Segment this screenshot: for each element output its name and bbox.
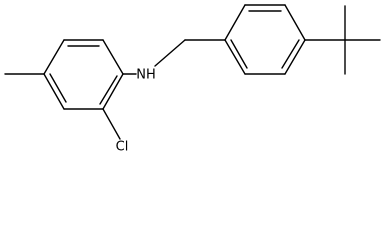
bond [102,39,124,75]
nh-label: NH [136,68,156,83]
double-bond-inner [49,73,67,103]
bond [224,4,246,41]
bond [224,39,246,75]
cl-label: Cl [116,140,129,155]
bond [102,73,124,110]
bond [43,39,65,75]
chemical-structure-diagram: NH Cl [4,4,381,155]
double-bond-inner [230,39,248,69]
double-bond-inner [99,75,118,105]
aniline-ring [43,39,124,110]
double-bond-inner [281,39,300,69]
tert-butyl-group [304,5,381,75]
bond [284,39,306,75]
benzyl-ring [224,4,306,75]
nitrogen-to-ch2-bond [154,39,186,67]
bond [284,4,306,41]
bond [43,73,65,110]
chloro-bond [102,108,121,140]
